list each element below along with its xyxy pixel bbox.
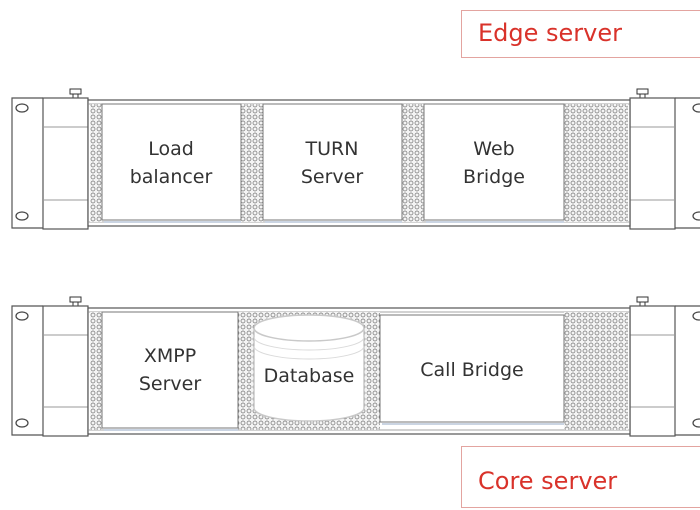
vent-grille xyxy=(90,104,102,222)
thumbscrew-icon xyxy=(69,88,82,101)
vent-grille xyxy=(241,104,263,222)
vent-grille xyxy=(564,104,628,222)
rack-ear-right xyxy=(629,97,700,230)
module-label: Server xyxy=(301,166,363,188)
mounting-hole-icon xyxy=(15,311,29,321)
mounting-hole-icon xyxy=(692,103,700,113)
rack-ear-left xyxy=(11,97,89,230)
vent-grille xyxy=(90,312,102,430)
core-server-label: Core server xyxy=(478,467,618,495)
mounting-hole-icon xyxy=(15,103,29,113)
module-label: XMPP xyxy=(144,345,196,367)
module-label: TURN xyxy=(305,138,359,160)
mounting-hole-icon xyxy=(692,211,700,221)
module-label: Call Bridge xyxy=(420,359,523,381)
vent-grille xyxy=(564,312,628,430)
rack-ear-right xyxy=(629,305,700,437)
mounting-hole-icon xyxy=(15,211,29,221)
mounting-hole-icon xyxy=(692,311,700,321)
module-label: Bridge xyxy=(463,166,525,188)
module-call-bridge: Call Bridge xyxy=(379,314,565,425)
database-cylinder-icon: Database xyxy=(253,314,365,422)
rack-ear-left xyxy=(11,305,89,437)
module-label: Web xyxy=(473,138,514,160)
module-label: Server xyxy=(139,373,201,395)
edge-server-chassis: Load balancer TURN Server Web Bridge xyxy=(11,88,700,230)
module-web-bridge: Web Bridge xyxy=(423,103,565,223)
module-label: balancer xyxy=(130,166,213,188)
module-turn-server: TURN Server xyxy=(262,103,403,223)
mounting-hole-icon xyxy=(692,418,700,428)
core-server-chassis: XMPP Server Database Call Bridge xyxy=(11,296,700,437)
vent-grille xyxy=(402,104,424,222)
edge-server-label: Edge server xyxy=(478,19,622,47)
module-label: Load xyxy=(148,138,194,160)
module-xmpp-server: XMPP Server xyxy=(101,311,239,431)
core-server-label-box xyxy=(461,446,700,508)
thumbscrew-icon xyxy=(636,296,649,309)
module-load-balancer: Load balancer xyxy=(101,103,242,223)
edge-server-label-box xyxy=(461,10,700,58)
module-label: Database xyxy=(264,365,355,387)
mounting-hole-icon xyxy=(15,418,29,428)
